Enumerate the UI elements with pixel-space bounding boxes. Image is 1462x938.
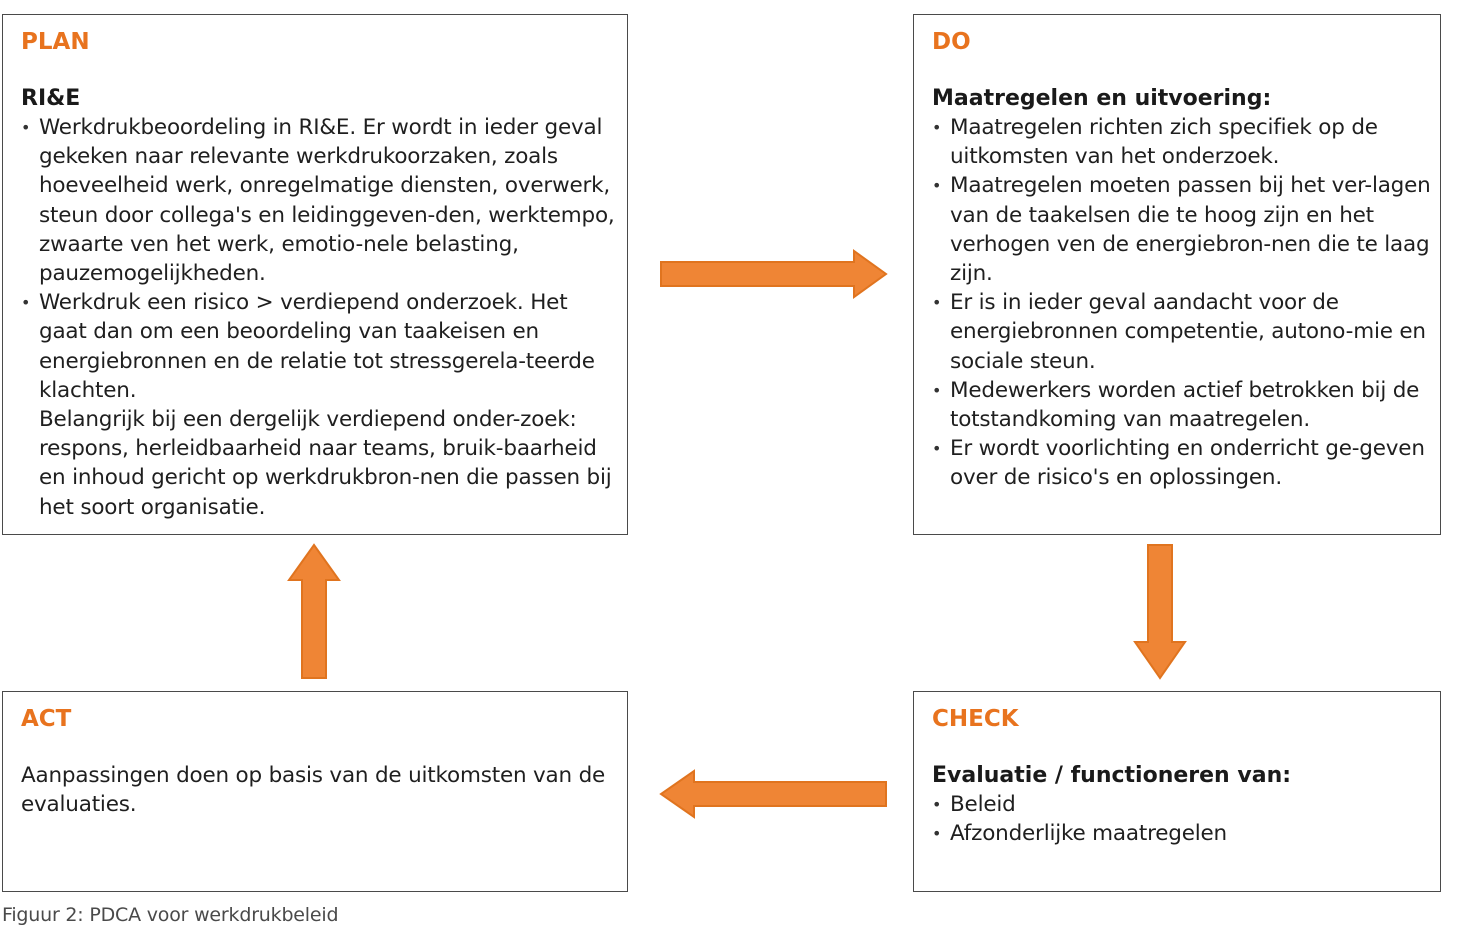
do-title: DO xyxy=(932,29,971,55)
act-title: ACT xyxy=(21,706,72,732)
check-bullet: Beleid xyxy=(932,790,1432,819)
check-bullet-list: Beleid Afzonderlijke maatregelen xyxy=(932,790,1432,849)
act-text: Aanpassingen doen op basis van de uitkom… xyxy=(21,763,606,818)
plan-bullet: Werkdruk een risico > verdiepend onderzo… xyxy=(21,288,619,522)
plan-subheading: RI&E xyxy=(21,86,81,111)
do-bullet: Maatregelen moeten passen bij het ver-la… xyxy=(932,171,1432,288)
figure-caption: Figuur 2: PDCA voor werkdrukbeleid xyxy=(2,904,339,926)
plan-bullet-list: Werkdrukbeoordeling in RI&E. Er wordt in… xyxy=(21,113,619,522)
check-box: CHECK Evaluatie / functioneren van: Bele… xyxy=(913,691,1441,892)
do-bullet: Er wordt voorlichting en onderricht ge-g… xyxy=(932,434,1432,492)
do-bullet: Maatregelen richten zich specifiek op de… xyxy=(932,113,1432,171)
do-bullet: Medewerkers worden actief betrokken bij … xyxy=(932,376,1432,434)
arrow-down-icon xyxy=(1133,544,1187,680)
do-box: DO Maatregelen en uitvoering: Maatregele… xyxy=(913,14,1441,535)
act-box: ACT Aanpassingen doen op basis van de ui… xyxy=(2,691,628,892)
check-title: CHECK xyxy=(932,706,1019,732)
arrow-up-icon xyxy=(287,543,341,679)
plan-title: PLAN xyxy=(21,29,90,55)
arrow-right-icon xyxy=(660,249,888,299)
plan-continuation: Belangrijk bij een dergelijk verdiepend … xyxy=(39,407,612,520)
arrow-left-icon xyxy=(659,769,887,819)
plan-bullet: Werkdrukbeoordeling in RI&E. Er wordt in… xyxy=(21,113,619,288)
check-bullet: Afzonderlijke maatregelen xyxy=(932,819,1432,848)
plan-box: PLAN RI&E Werkdrukbeoordeling in RI&E. E… xyxy=(2,14,628,535)
check-subheading: Evaluatie / functioneren van: xyxy=(932,763,1292,788)
plan-bullet-text: Werkdruk een risico > verdiepend onderzo… xyxy=(39,290,595,403)
do-subheading: Maatregelen en uitvoering: xyxy=(932,86,1272,111)
do-bullet-list: Maatregelen richten zich specifiek op de… xyxy=(932,113,1432,493)
do-bullet: Er is in ieder geval aandacht voor de en… xyxy=(932,288,1432,376)
